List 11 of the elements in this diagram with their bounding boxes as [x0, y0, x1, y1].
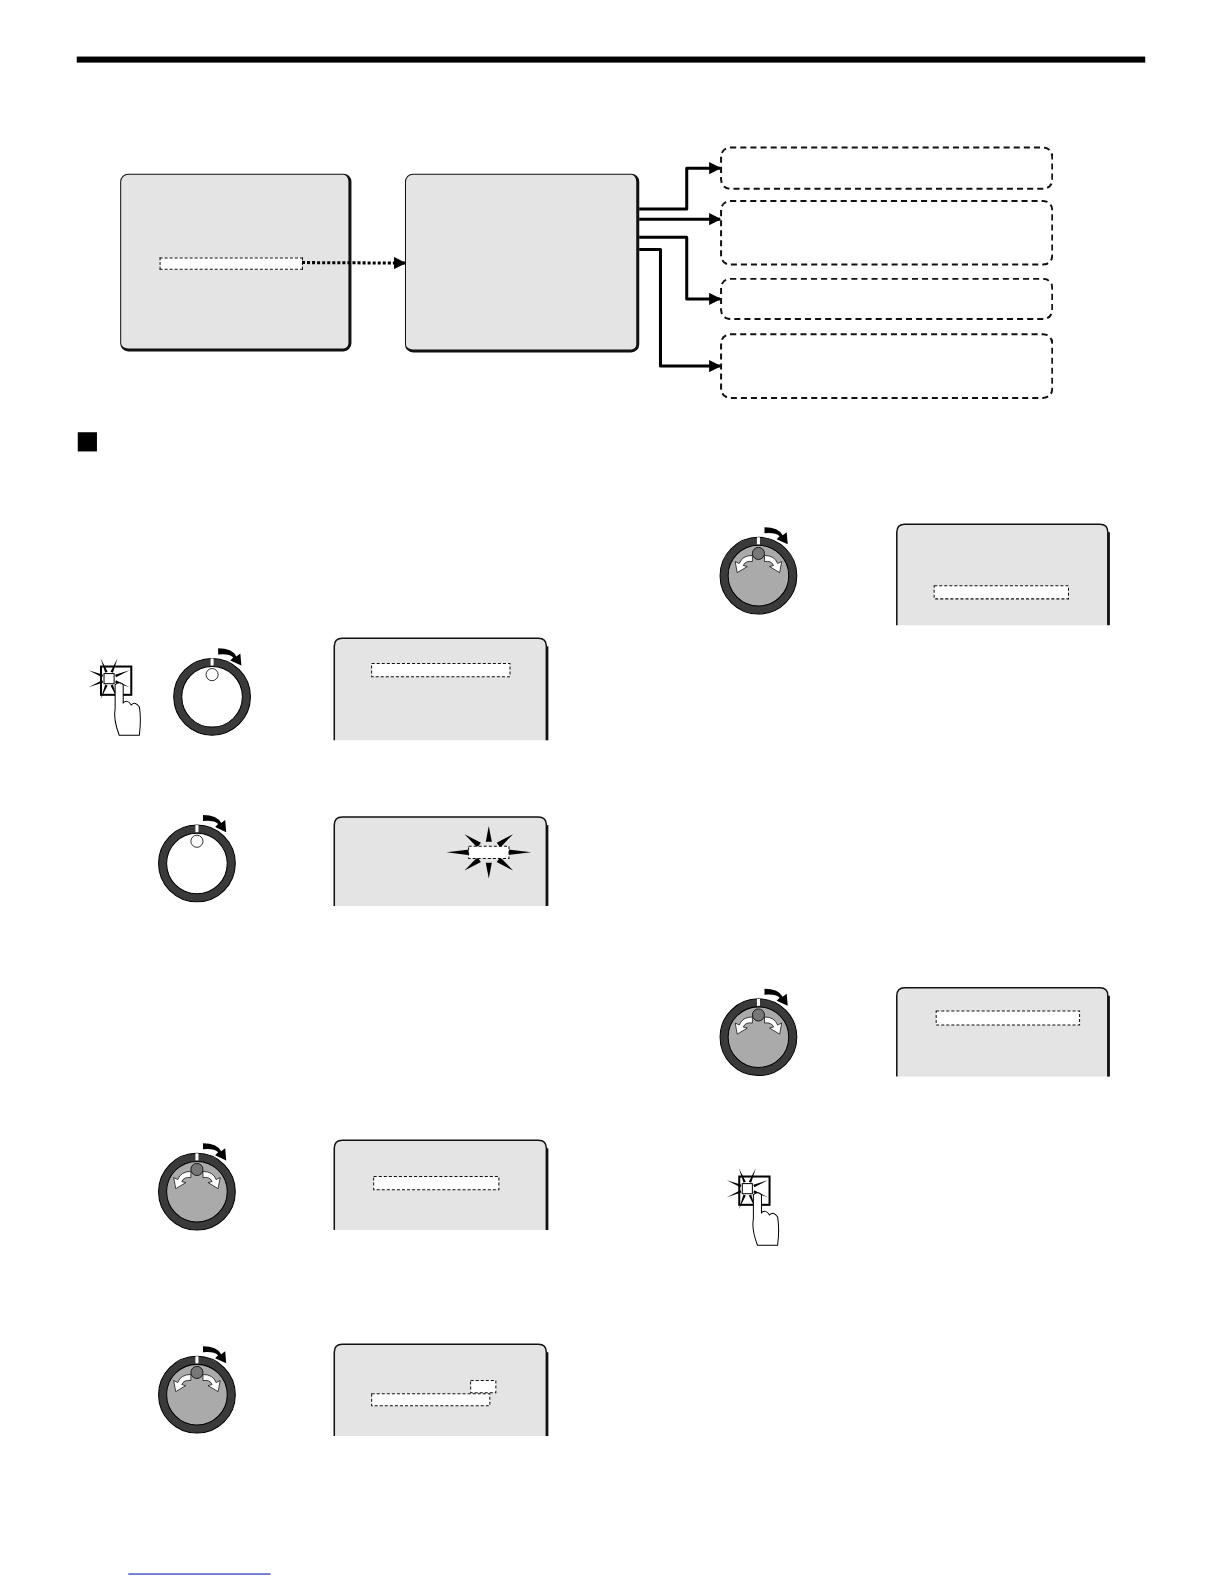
arrow	[301, 256, 407, 270]
option-box	[720, 333, 1054, 399]
monitor-screen	[404, 173, 640, 353]
arrow	[639, 235, 722, 305]
arrow	[639, 213, 722, 226]
arrow	[639, 162, 722, 211]
option-box	[720, 199, 1054, 266]
arrow	[639, 247, 722, 373]
monitor-screen	[120, 173, 352, 352]
option-box	[720, 277, 1054, 321]
option-box	[720, 146, 1054, 190]
